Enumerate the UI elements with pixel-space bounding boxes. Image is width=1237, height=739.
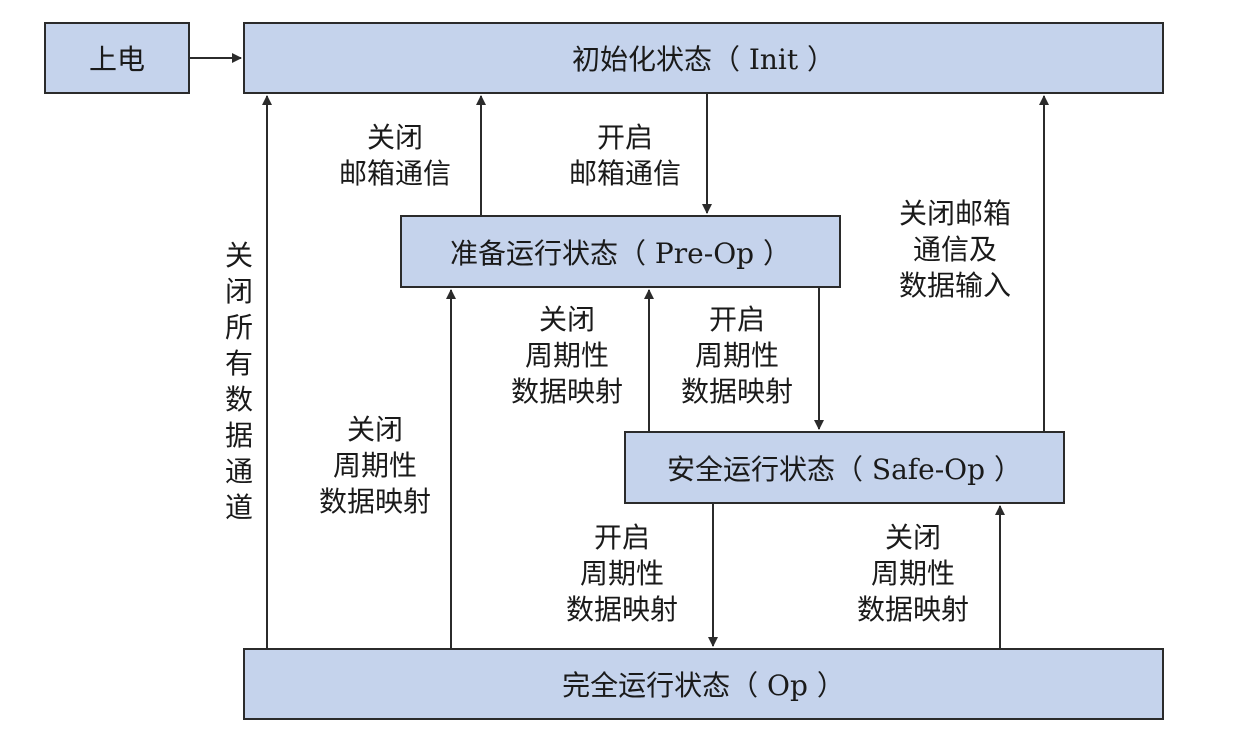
state-op: 完全运行状态（ Op ） [243, 648, 1164, 720]
label-preop-to-safeop: 开启周期性数据映射 [680, 303, 793, 408]
label-op-to-preop: 关闭周期性数据映射 [318, 413, 431, 518]
state-init: 初始化状态（ Init ） [243, 22, 1164, 94]
state-safeop: 安全运行状态（ Safe-Op ） [624, 431, 1065, 504]
label-safeop-to-init: 关闭邮箱通信及数据输入 [898, 197, 1011, 302]
state-power-on: 上电 [44, 22, 190, 94]
label-op-to-safeop: 关闭周期性数据映射 [856, 521, 969, 626]
label-op-to-init: 关闭所有数据通道 [224, 239, 253, 524]
state-preop: 准备运行状态（ Pre-Op ） [400, 215, 841, 288]
label-safeop-to-preop: 关闭周期性数据映射 [510, 303, 623, 408]
label-preop-to-init: 关闭邮箱通信 [338, 121, 451, 190]
label-init-to-preop: 开启邮箱通信 [568, 121, 681, 190]
label-safeop-to-op: 开启周期性数据映射 [565, 521, 678, 626]
